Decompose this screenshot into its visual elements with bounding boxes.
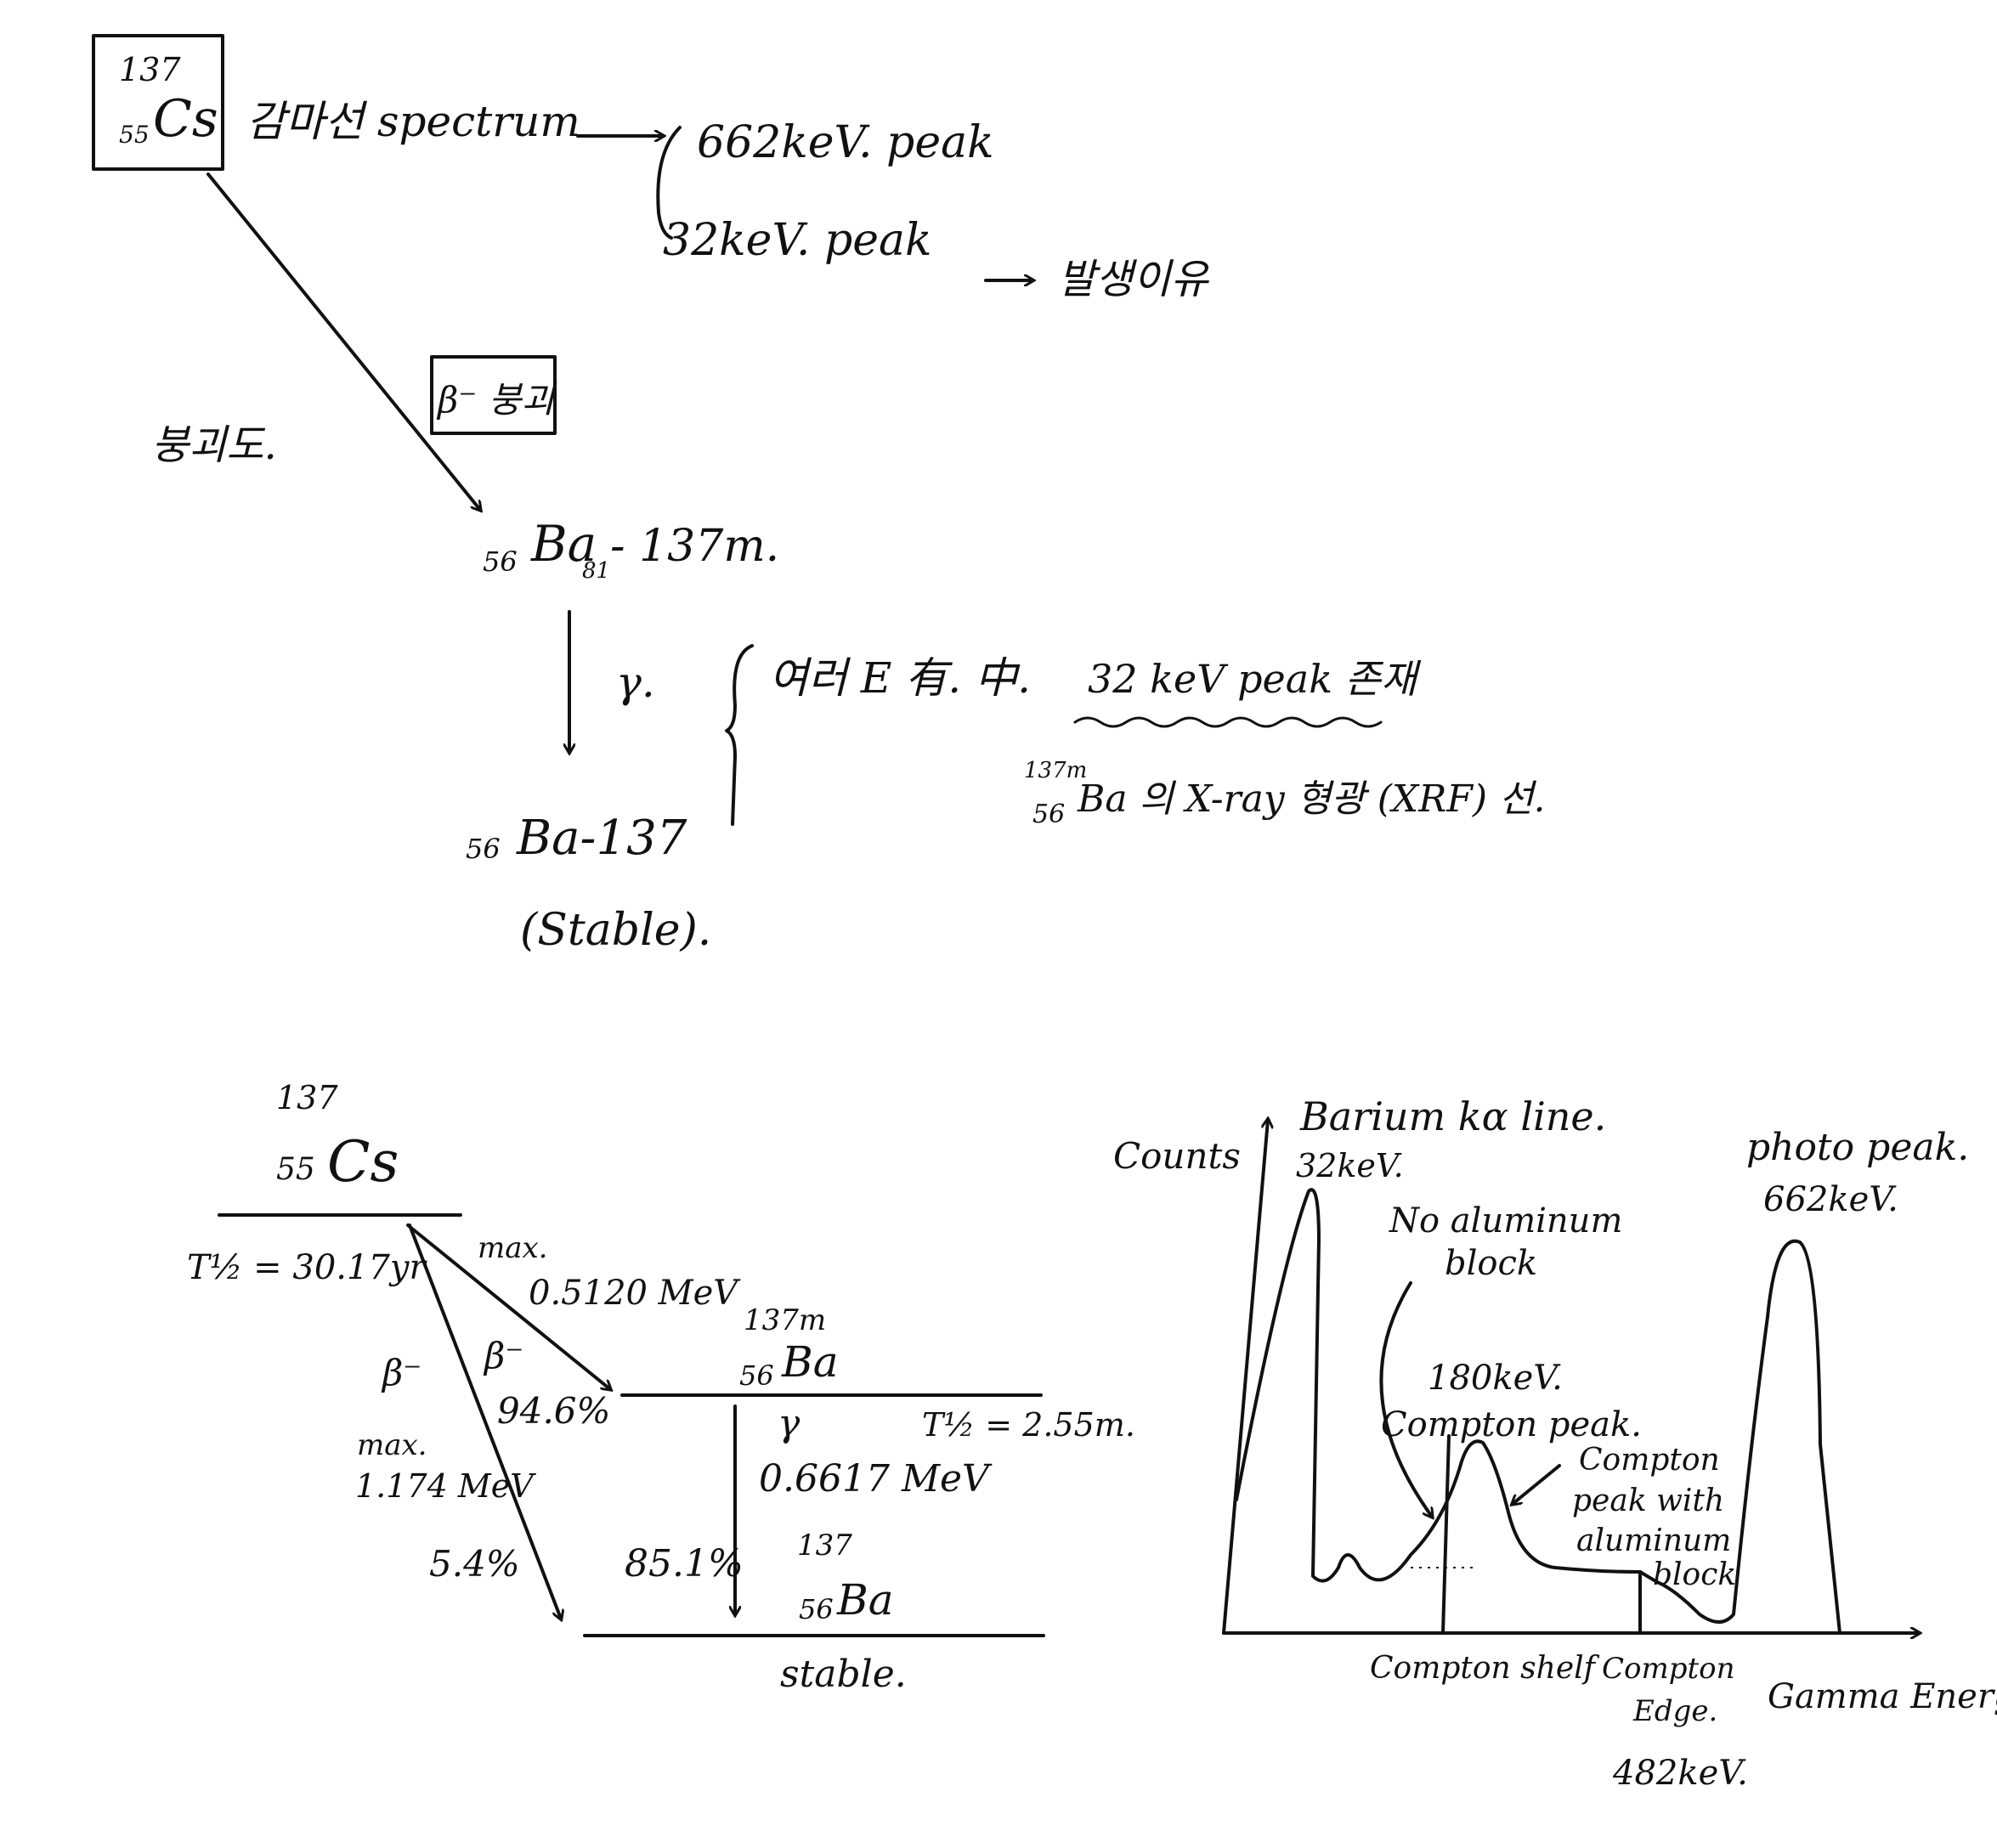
spectrum-curve [1235, 1188, 1841, 1635]
x-axis-label: Gamma Energy [1768, 1677, 1997, 1716]
cs-atomic: 55 [119, 121, 150, 149]
compton-al-2: peak with [1572, 1483, 1724, 1518]
beta-decay-arrow [206, 172, 480, 510]
ba-mass: 137 [797, 1529, 852, 1563]
decay-cs-symbol: Cs [327, 1129, 399, 1195]
no-aluminum-label-2: block [1445, 1244, 1537, 1283]
decay-scheme: 137 55 Cs T½ = 30.17yr max. 0.5120 MeV β… [187, 1079, 1135, 1696]
max-label-2: max. [357, 1428, 427, 1462]
peak-662-label: 662keV. peak [697, 117, 994, 168]
note-energies: 여러 E 有. 中. [769, 653, 1031, 703]
compton-peak-energy: 180keV. [1428, 1359, 1563, 1398]
gamma-energy-label: 0.6617 MeV [759, 1457, 993, 1500]
half-life-cs: T½ = 30.17yr [187, 1248, 428, 1287]
ba137m-mass: - 137m. [610, 521, 779, 572]
max-energy-2: 1.174 MeV [355, 1467, 536, 1505]
cs-mass: 137 [119, 51, 181, 88]
spectrum-sketch: Counts Gamma Energy Barium kα line. 32ke… [1113, 1094, 1997, 1793]
decay-gamma-label: γ [778, 1402, 800, 1445]
compton-peak-label: Compton peak. [1381, 1405, 1642, 1444]
ba-atomic: 56 [799, 1593, 834, 1625]
max-energy-1: 0.5120 MeV [529, 1274, 741, 1313]
y-axis-label: Counts [1113, 1135, 1241, 1177]
beta-2-label: β⁻ [381, 1352, 421, 1393]
max-label-1: max. [478, 1231, 548, 1265]
ba137-atomic: 56 [466, 833, 501, 865]
compton-edge-label-2: Edge. [1632, 1694, 1717, 1728]
beta-branch-2-arrow [408, 1224, 561, 1619]
cs-box [92, 34, 224, 171]
note-mass: 137m [1024, 758, 1087, 783]
compton-shelf-label: Compton shelf [1370, 1651, 1600, 1686]
top-section: 137 55 Cs 감마선 spectrum 662keV. peak 32ke… [92, 34, 1545, 956]
decay-cs-atomic: 55 [276, 1152, 315, 1187]
barium-energy-label: 32keV. [1296, 1147, 1404, 1184]
barium-line-label: Barium kα line. [1299, 1094, 1606, 1139]
ba-stable-label: stable. [780, 1653, 907, 1696]
compton-al-4: block [1653, 1557, 1736, 1592]
decay-diagram-label: 붕괴도. [151, 421, 277, 469]
ba137-symbol: Ba-137 [516, 811, 687, 866]
half-life-ba: T½ = 2.55m. [922, 1406, 1135, 1444]
note-atomic: 56 [1032, 800, 1065, 829]
compton-edge-label-1: Compton [1602, 1652, 1735, 1686]
gamma-branch-label: 85.1% [625, 1542, 744, 1585]
gamma-symbol: γ. [616, 658, 655, 707]
ba137m-symbol: Ba [530, 515, 597, 573]
photopeak-energy: 662keV. [1763, 1180, 1898, 1219]
note-xrf: Ba 의 X-ray 형광 (XRF) 선. [1077, 777, 1545, 821]
compton-shelf-marker [1441, 1434, 1451, 1635]
stable-label: (Stable). [520, 905, 711, 956]
compton-edge-energy: 482keV. [1612, 1754, 1748, 1793]
no-aluminum-label: No aluminum [1389, 1201, 1622, 1240]
photopeak-label: photo peak. [1746, 1126, 1969, 1169]
note-32kev: 32 keV peak 존재 [1088, 656, 1422, 702]
no-aluminum-pointer [1379, 1281, 1432, 1517]
wavy-underline [1073, 716, 1383, 728]
compton-al-1: Compton [1579, 1443, 1720, 1478]
bam-mass: 137m [744, 1303, 826, 1337]
branch-1-label: 94.6% [497, 1390, 610, 1432]
bam-symbol: Ba [781, 1337, 839, 1387]
ba-symbol: Ba [836, 1575, 894, 1625]
beta-decay-box [430, 355, 557, 435]
y-axis [1222, 1120, 1268, 1635]
cs-symbol: Cs [153, 89, 218, 149]
peaks-bracket [656, 126, 682, 240]
ba137m-sub: 81 [582, 558, 610, 584]
al-block-pointer [1513, 1464, 1561, 1504]
beta-decay-box-label: β⁻ 붕괴 [436, 379, 557, 421]
curly-brace [725, 644, 754, 826]
bam-atomic: 56 [739, 1359, 774, 1392]
reason-label: 발생이유 [1058, 256, 1209, 303]
beta-branch-1-arrow [406, 1224, 610, 1389]
decay-cs-mass: 137 [276, 1079, 338, 1116]
compton-al-3: aluminum [1576, 1523, 1731, 1558]
ba137m-atomic: 56 [483, 545, 518, 578]
gamma-spectrum-label: 감마선 spectrum [246, 97, 580, 146]
peak-32-label: 32keV. peak [663, 215, 932, 266]
branch-2-label: 5.4% [429, 1543, 520, 1585]
beta-1-label: β⁻ [483, 1335, 523, 1376]
